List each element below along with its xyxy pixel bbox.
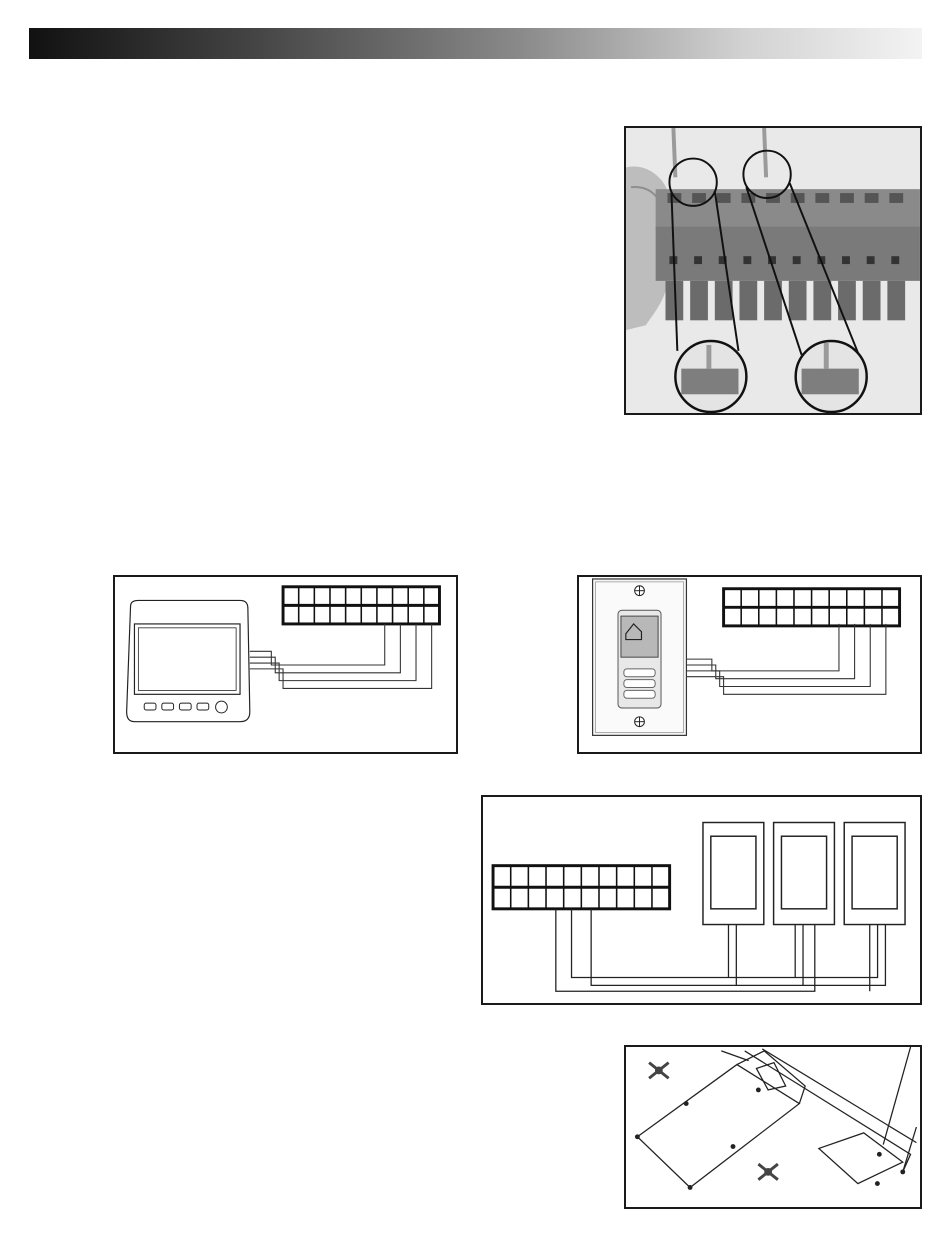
- terminal-block: [283, 587, 439, 624]
- terminal-block: [724, 589, 900, 626]
- header-bar: [29, 28, 922, 59]
- connector-photo-figure: [624, 126, 922, 415]
- pump-wiring-figure: [481, 795, 922, 1005]
- equipment-cover-figure: [624, 1045, 922, 1209]
- pump-box-icon: [483, 797, 920, 1003]
- equipment-cover-icon: [626, 1047, 920, 1207]
- wall-keypad-wiring-figure: [577, 575, 922, 754]
- terminal-block: [493, 866, 670, 909]
- wall-keypad-icon: [579, 577, 920, 752]
- terminal-connector-photo: [626, 128, 920, 413]
- control-panel-wiring-figure: [113, 575, 458, 754]
- control-panel-icon: [115, 577, 456, 752]
